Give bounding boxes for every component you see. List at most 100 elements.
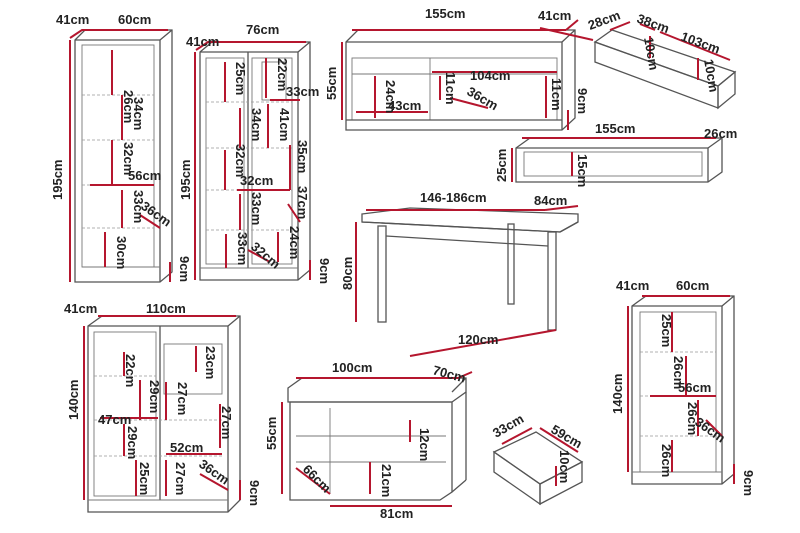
label-shelf-2: 34cm <box>249 108 264 141</box>
label-height: 25cm <box>494 149 509 182</box>
label-plinth: 9cm <box>317 258 332 284</box>
label-inner-width: 56cm <box>128 168 161 183</box>
drawer-large <box>593 21 737 110</box>
label-shelf-r2: 41cm <box>277 108 292 141</box>
label-shelf-4: 25cm <box>137 462 152 495</box>
table-leg <box>547 231 557 331</box>
label-niche-width: 104cm <box>470 68 510 83</box>
label-height: 80cm <box>340 257 355 290</box>
label-shelf-1: 25cm <box>233 62 248 95</box>
label-inner-width-left: 47cm <box>98 412 131 427</box>
label-plinth: 9cm <box>575 88 590 114</box>
stand-outline <box>345 29 576 131</box>
label-shelf-3: 29cm <box>125 426 140 459</box>
label-glass-height: 22cm <box>275 58 290 91</box>
label-shelf-1: 25cm <box>659 314 674 347</box>
glass-cabinet <box>194 41 311 281</box>
label-depth: 41cm <box>186 34 219 49</box>
label-inner-width-right: 52cm <box>170 440 203 455</box>
tall-cabinet-right <box>627 295 735 485</box>
label-inner-depth: 66cm <box>300 462 334 496</box>
table-top <box>287 377 467 403</box>
label-inner-width: 56cm <box>678 380 711 395</box>
label-length: 103cm <box>679 29 722 57</box>
label-plinth: 9cm <box>177 256 192 282</box>
label-height: 195cm <box>178 160 193 200</box>
label-leg-span: 120cm <box>458 332 498 347</box>
label-inner-height: 15cm <box>575 154 590 187</box>
label-depth: 70cm <box>431 362 467 385</box>
label-shelf-r3: 35cm <box>295 140 310 173</box>
label-depth: 33cm <box>490 411 526 441</box>
label-height: 195cm <box>50 160 65 200</box>
label-width: 76cm <box>246 22 279 37</box>
dining-table <box>355 205 579 357</box>
label-depth: 28cm <box>586 7 622 32</box>
drawer-small <box>492 427 584 506</box>
tall-cabinet-left <box>69 29 173 283</box>
table-leg <box>377 225 387 323</box>
label-inner-depth: 37cm <box>295 186 310 219</box>
label-inner-width: 32cm <box>240 173 273 188</box>
label-inner-depth: 36cm <box>692 414 728 445</box>
label-glass-width: 33cm <box>286 84 319 99</box>
label-shelf-2: 34cm <box>131 97 146 130</box>
label-depth: 84cm <box>534 193 567 208</box>
label-width: 59cm <box>549 422 585 452</box>
label-shelf-1: 26cm <box>121 90 136 123</box>
label-height: 140cm <box>610 374 625 414</box>
label-shelf-5: 33cm <box>235 232 250 265</box>
sideboard <box>83 315 241 513</box>
shelf-outline <box>515 137 723 183</box>
label-depth: 41cm <box>56 12 89 27</box>
label-drawer-height: 24cm <box>383 80 398 113</box>
label-drawer-width: 43cm <box>388 98 421 113</box>
label-height: 140cm <box>66 380 81 420</box>
table-top <box>361 207 579 233</box>
label-niche-right: 11cm <box>549 78 564 111</box>
label-width: 110cm <box>146 301 186 316</box>
label-shelf-r4: 24cm <box>287 226 302 259</box>
label-shelf-r2: 27cm <box>175 382 190 415</box>
label-depth: 41cm <box>64 301 97 316</box>
label-shelf-4: 26cm <box>659 444 674 477</box>
label-inner-depth: 36cm <box>465 84 501 114</box>
label-depth: 41cm <box>538 8 571 23</box>
label-depth: 26cm <box>704 126 737 141</box>
label-width: 60cm <box>676 278 709 293</box>
label-shelf-2: 26cm <box>671 356 686 389</box>
label-shelf-4: 33cm <box>131 190 146 223</box>
label-shelf-3: 32cm <box>121 142 136 175</box>
label-shelf-3: 26cm <box>685 402 700 435</box>
wall-shelf <box>511 137 723 183</box>
tv-stand <box>341 19 594 131</box>
label-length-range: 146-186cm <box>420 190 487 205</box>
label-height: 55cm <box>264 417 279 450</box>
label-height: 10cm <box>557 450 572 483</box>
label-inner-width: 81cm <box>380 506 413 521</box>
dim-line <box>69 29 168 39</box>
label-width: 155cm <box>595 121 635 136</box>
label-plinth: 9cm <box>741 470 756 496</box>
coffee-table <box>281 371 473 507</box>
label-glass-height: 23cm <box>203 346 218 379</box>
label-width: 155cm <box>425 6 465 21</box>
label-width: 100cm <box>332 360 372 375</box>
label-niche-height: 11cm <box>443 72 458 105</box>
drawer-front <box>493 450 541 506</box>
label-height-1: 10cm <box>641 36 662 71</box>
label-shelf-3: 32cm <box>233 144 248 177</box>
label-shelf-1: 22cm <box>123 354 138 387</box>
label-shelf-2: 29cm <box>147 380 162 413</box>
label-width: 60cm <box>118 12 151 27</box>
label-depth: 41cm <box>616 278 649 293</box>
label-shelf-r4: 27cm <box>173 462 188 495</box>
label-shelf-5: 30cm <box>114 236 129 269</box>
label-height-2: 10cm <box>701 58 722 93</box>
label-shelf-4: 33cm <box>249 192 264 225</box>
label-inner-depth: 38cm <box>635 11 671 36</box>
label-shelf-gap: 12cm <box>417 428 432 461</box>
label-height: 55cm <box>324 67 339 100</box>
table-leg <box>507 223 515 305</box>
